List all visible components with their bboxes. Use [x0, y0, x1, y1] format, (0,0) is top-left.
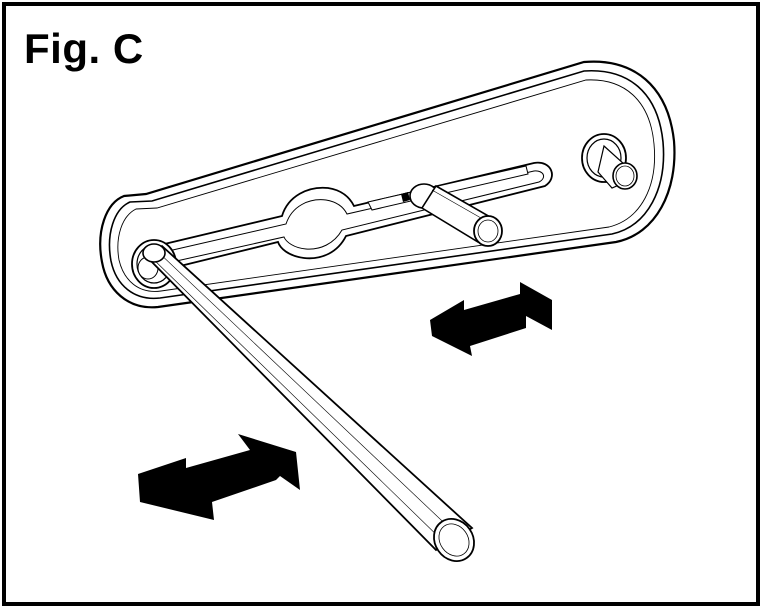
figure-label: Fig. C: [24, 25, 144, 72]
assembly-illustration: [99, 60, 676, 562]
slot-marker: [401, 192, 410, 202]
slider-pin: [409, 183, 503, 247]
pivot-knob: [581, 133, 638, 190]
plate-rim: [117, 79, 656, 292]
upper-double-arrow-icon: [430, 282, 552, 356]
slot-inner: [159, 170, 545, 263]
long-rod-end: [433, 518, 475, 562]
long-rod: [142, 243, 475, 562]
adjustment-slot: [150, 161, 553, 270]
lower-double-arrow-icon: [138, 434, 300, 520]
